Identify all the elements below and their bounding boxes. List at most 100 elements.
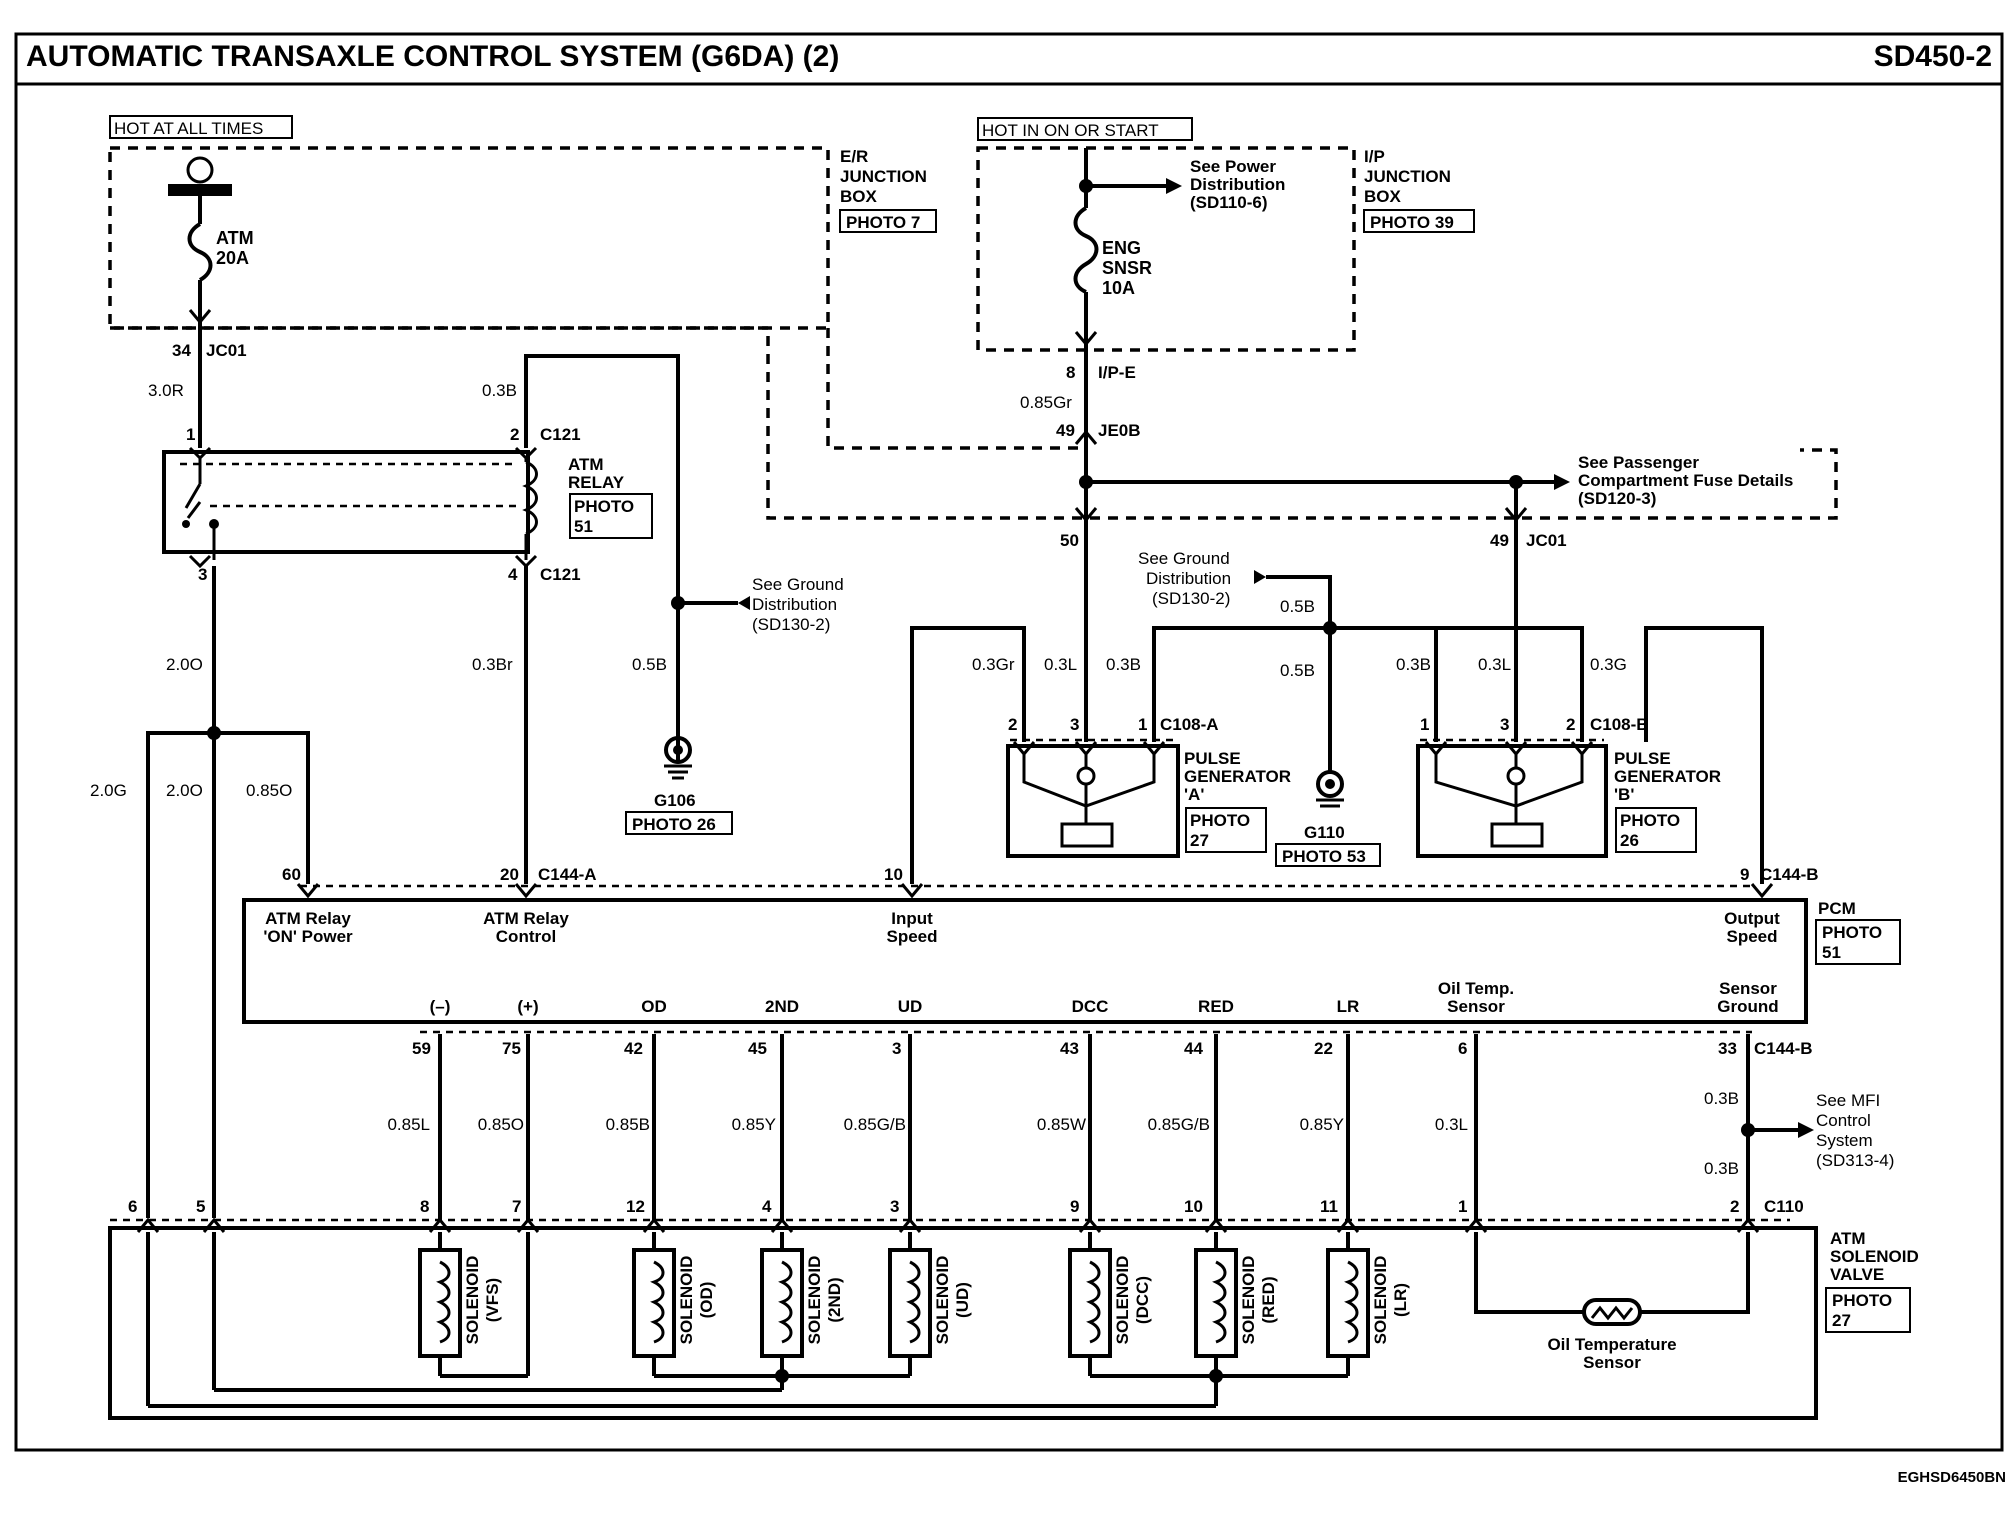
er-box-l2: JUNCTION [840,167,927,186]
pb-name-l2: GENERATOR [1614,767,1721,786]
pb-name-l1: PULSE [1614,749,1671,768]
solenoid-lr: SOLENOID (LR) [1326,1248,1410,1358]
wire-bottom-6: 0.85G/B [1148,1115,1210,1134]
pcm-name: PCM [1818,899,1856,918]
pcm-module [242,898,1808,1024]
pcm-label-red: RED [1198,997,1234,1016]
pin-8: 8 [1066,363,1075,382]
pulse-generator-b [1416,744,1608,858]
pcm-pin-59: 59 [412,1039,431,1058]
ground-g110-photo: PHOTO 53 [1282,847,1366,866]
wire-0-3b-a: 0.3B [1106,655,1141,674]
see-power-l2: Distribution [1190,175,1285,194]
pa-name-l1: PULSE [1184,749,1241,768]
ip-junction-box [976,146,1356,352]
valve-photo-l1: PHOTO [1832,1291,1892,1310]
coil-red-icon [1212,1260,1227,1344]
oil-sensor-l2: Sensor [1583,1353,1641,1372]
pcm-pin-45: 45 [748,1039,767,1058]
solenoid-red-l1: SOLENOID [1239,1256,1258,1345]
wire-bottom-7: 0.85Y [1300,1115,1344,1134]
solenoid-ud-l1: SOLENOID [933,1256,952,1345]
pcm-label-plus: (+) [517,997,538,1016]
relay-pin-1: 1 [186,425,195,444]
coil-od-icon [650,1260,665,1344]
pcm-pin-75: 75 [502,1039,521,1058]
valve-pin-10: 10 [1184,1197,1203,1216]
oil-sensor-l1: Oil Temperature [1547,1335,1676,1354]
ground-g106: G106 [654,791,696,810]
valve-name-l3: VALVE [1830,1265,1884,1284]
relay-connector-bottom: C121 [540,565,581,584]
pcm-photo-l2: 51 [1822,943,1841,962]
wire-0-5b-top: 0.5B [1280,597,1315,616]
bottom-wires [438,1034,1750,1220]
ip-photo: PHOTO 39 [1370,213,1454,232]
solenoid-2nd-l1: SOLENOID [805,1256,824,1345]
pin-49b: 49 [1490,531,1509,550]
pb-connector: C108-B [1590,715,1649,734]
pcm-label-lr: LR [1337,997,1360,1016]
see-mfi-l2: Control [1816,1111,1871,1130]
er-box-l3: BOX [840,187,878,206]
wire-0-3gr: 0.3Gr [972,655,1015,674]
pb-photo-l1: PHOTO [1620,811,1680,830]
wire-2-0o-a: 2.0O [166,655,203,674]
see-mfi-l1: See MFI [1816,1091,1880,1110]
fuse-eng-l1: ENG [1102,238,1141,258]
ground-g106-photo: PHOTO 26 [632,815,716,834]
valve-pin-5: 5 [196,1197,205,1216]
er-junction-box [108,146,830,330]
fuse-eng-icon [1073,206,1099,294]
wire-0-3g: 0.3G [1590,655,1627,674]
solenoid-od: SOLENOID (OD) [632,1248,716,1358]
pa-photo-l1: PHOTO [1190,811,1250,830]
pcm-pin-43: 43 [1060,1039,1079,1058]
arrow-see-pass-icon [1554,474,1570,490]
doc-code: EGHSD6450BN [1898,1469,2006,1486]
pin-34: 34 [172,341,191,360]
pin-49: 49 [1056,421,1075,440]
relay-pin-4: 4 [508,565,518,584]
coil-lr-icon [1344,1260,1359,1344]
battery-icon [186,156,214,184]
ip-box-l3: BOX [1364,187,1402,206]
pcm-photo-l1: PHOTO [1822,923,1882,942]
wire-bottom-8: 0.3L [1435,1115,1468,1134]
pa-pin-1: 1 [1138,715,1147,734]
page-border [14,32,2004,1452]
hot-in-on-start-label: HOT IN ON OR START [982,121,1159,140]
relay-coil-icon [522,460,538,536]
see-power-l1: See Power [1190,157,1276,176]
pcm-label-relay-ctl-l2: Control [496,927,556,946]
pcm-conn-b-bottom: C144-B [1754,1039,1813,1058]
solenoid-vfs-l1: SOLENOID [463,1256,482,1345]
wire-bottom-0: 0.85L [387,1115,430,1134]
pcm-pin-3: 3 [892,1039,901,1058]
valve-pin-4: 4 [762,1197,772,1216]
pcm-label-input-l1: Input [891,909,933,928]
fuse-eng-l3: 10A [1102,278,1135,298]
er-box-l1: E/R [840,147,868,166]
solenoid-red-l2: (RED) [1259,1276,1278,1323]
valve-pin-1: 1 [1458,1197,1467,1216]
valve-pin-3: 3 [890,1197,899,1216]
valve-name-l2: SOLENOID [1830,1247,1919,1266]
pa-connector: C108-A [1160,715,1219,734]
solenoid-od-l2: (OD) [697,1282,716,1319]
see-ground-1-l1: See Ground [752,575,844,594]
pa-pin-3: 3 [1070,715,1079,734]
wire-0-3l-b: 0.3L [1478,655,1511,674]
pcm-label-ud: UD [898,997,923,1016]
pcm-label-sensorgnd-l2: Ground [1717,997,1778,1016]
pcm-label-minus: (–) [430,997,451,1016]
valve-pins: 6 5 8 7 12 4 3 9 10 11 1 2 [128,1197,1739,1216]
pcm-conn-a: C144-A [538,865,597,884]
wire-0-3br: 0.3Br [472,655,513,674]
wire-0-5b-g106: 0.5B [632,655,667,674]
valve-pin-6: 6 [128,1197,137,1216]
page-title: AUTOMATIC TRANSAXLE CONTROL SYSTEM (G6DA… [26,40,839,73]
solenoid-vfs-l2: (VFS) [483,1278,502,1322]
pcm-label-input-l2: Speed [886,927,937,946]
pulse-b-sensor-icon [1506,766,1526,786]
